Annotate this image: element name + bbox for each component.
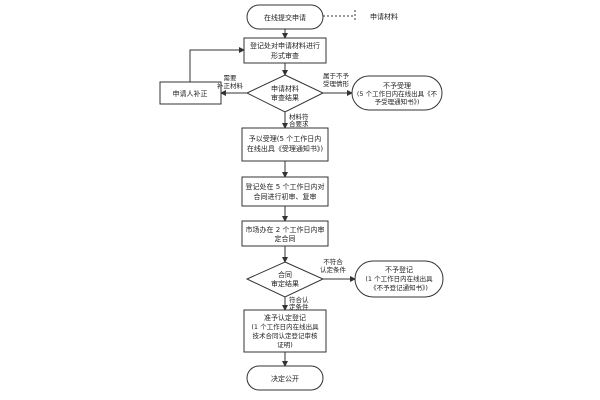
review-result-line-1: 申请材料 — [271, 84, 299, 93]
accept-line-1: 予以受理(5 个工作日内 — [249, 134, 321, 143]
publish-label: 决定公开 — [271, 374, 299, 383]
contract-result-line-2: 审定结果 — [271, 279, 299, 288]
approve-line-1: 准予认定登记 — [264, 313, 306, 322]
approve-line-2: (1 个工作日内在线出具 — [251, 322, 319, 331]
applicant-fix-label: 申请人补正 — [173, 89, 208, 98]
materials-label: 申请材料 — [370, 12, 398, 21]
market-review-box — [241, 220, 329, 247]
formal-review-line-1: 登记处对申请材料进行 — [250, 41, 320, 50]
reject-register-line-3: 《不予登记通知书》) — [370, 283, 428, 292]
reject-register-node — [354, 260, 444, 298]
first-review-line-2: 合同进行初审、复审 — [254, 192, 317, 201]
start-node — [246, 4, 324, 30]
first-review-box — [241, 176, 329, 207]
formal-review-box — [243, 37, 327, 64]
reject-accept-node — [351, 75, 443, 111]
edge-fix-back-to-review — [189, 47, 245, 82]
formal-review-line-2: 形式审查 — [271, 51, 299, 60]
meets-label-1: 材料符 — [289, 112, 309, 121]
reject-register-line-2: (1 个工作日内在线出具 — [365, 274, 433, 283]
reject-accept-line-3: 予受理通知书》) — [375, 97, 420, 106]
market-review-line-2: 定合同 — [275, 234, 296, 243]
not-accept-label-2: 受理情形 — [323, 79, 350, 88]
need-fix-label-1: 需要 — [224, 74, 238, 82]
reject-register-line-1: 不予登记 — [385, 265, 413, 274]
market-review-line-1: 市场办在 2 个工作日内审 — [246, 225, 325, 234]
review-result-line-2: 审查结果 — [271, 93, 299, 102]
accept-line-2: 在线出具《受理通知书》) — [247, 144, 323, 153]
applicant-fix-box — [159, 81, 222, 105]
contract-result-line-1: 合同 — [278, 270, 292, 279]
meets-label-2: 合要求 — [289, 119, 309, 128]
approve-box — [243, 309, 327, 353]
need-fix-label-2: 补正材料 — [217, 81, 244, 90]
not-meet-label-1: 不符合 — [323, 257, 343, 266]
reject-accept-line-1: 不予受理 — [383, 81, 411, 90]
accept-box — [241, 127, 329, 162]
reject-accept-line-2: (5 个工作日内在线出具《不 — [357, 89, 438, 98]
contract-result-diamond — [245, 261, 325, 298]
start-label: 在线提交申请 — [264, 13, 306, 22]
approve-line-3: 技术合同认定登记审核 — [253, 331, 319, 340]
not-accept-label-1: 属于不予 — [323, 72, 350, 80]
meet-label-1: 符合认 — [289, 295, 309, 304]
publish-node — [246, 365, 324, 391]
first-review-line-1: 登记处在 5 个工作日内对 — [246, 182, 325, 191]
not-meet-label-2: 认定条件 — [320, 265, 347, 274]
meet-label-2: 定条件 — [289, 302, 309, 311]
review-result-diamond — [245, 74, 325, 113]
approve-line-4: 证明) — [277, 341, 293, 349]
